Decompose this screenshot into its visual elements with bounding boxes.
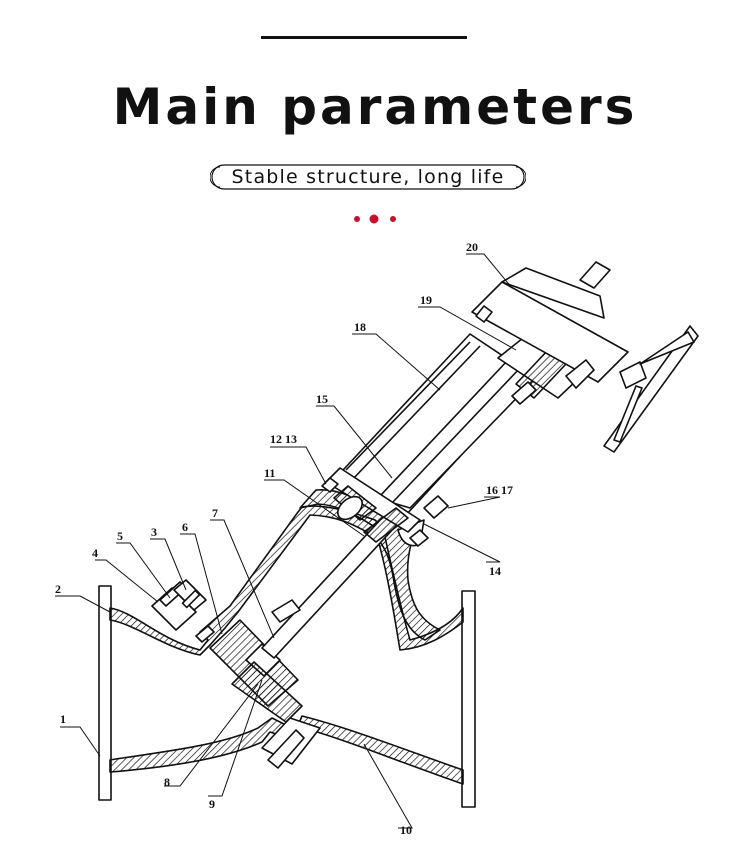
packing (363, 507, 409, 543)
gearbox-lower (565, 359, 595, 389)
label-15: 15 (316, 392, 328, 406)
decorative-dots (354, 214, 396, 224)
label-2: 2 (55, 582, 61, 596)
gasket-left (195, 625, 215, 643)
label-11: 11 (264, 466, 275, 480)
page-title: Main parameters (112, 78, 638, 136)
label-19: 19 (420, 293, 432, 307)
gearbox-top (501, 267, 605, 319)
bolt-14 (409, 529, 429, 547)
left-bolt-assembly (151, 579, 207, 631)
label-7: 7 (212, 506, 218, 520)
label-10: 10 (400, 823, 412, 837)
body-right-bulge (371, 507, 441, 641)
label-4: 4 (92, 546, 98, 560)
label-3: 3 (151, 525, 157, 539)
gearbox-shaft (579, 261, 611, 289)
label-5: 5 (117, 529, 123, 543)
label-9: 9 (209, 797, 215, 811)
label-20: 20 (466, 240, 478, 254)
label-6: 6 (182, 520, 188, 534)
header-rule (261, 36, 467, 39)
gearbox (471, 281, 629, 383)
bolt-16-17 (423, 495, 449, 519)
gearbox-foot (475, 305, 493, 323)
body-port (337, 495, 363, 521)
leader-lines (55, 253, 517, 829)
label-1: 1 (60, 712, 66, 726)
hand-wheel (603, 325, 699, 453)
label-16-17: 16 17 (486, 483, 513, 497)
valve-cross-section-diagram: 1 2 3 4 5 6 7 8 9 10 11 12 13 14 15 16 1… (55, 240, 699, 837)
label-18: 18 (354, 320, 366, 334)
stem-guide-lower (271, 599, 301, 623)
drain-plug (267, 729, 305, 769)
subtitle-pill: Stable structure, long life (210, 164, 526, 190)
outlet-flange (461, 590, 476, 808)
part-labels: 1 2 3 4 5 6 7 8 9 10 11 12 13 14 15 16 1… (55, 240, 513, 837)
bolt-12-13 (321, 477, 339, 493)
inlet-flange (98, 585, 112, 801)
subtitle-pill-outline (210, 164, 526, 190)
disc-lower (231, 661, 303, 723)
label-12-13: 12 13 (270, 432, 297, 446)
label-14: 14 (489, 564, 501, 578)
label-8: 8 (164, 775, 170, 789)
yoke-nut (511, 381, 537, 405)
subtitle-text: Stable structure, long life (231, 166, 505, 188)
